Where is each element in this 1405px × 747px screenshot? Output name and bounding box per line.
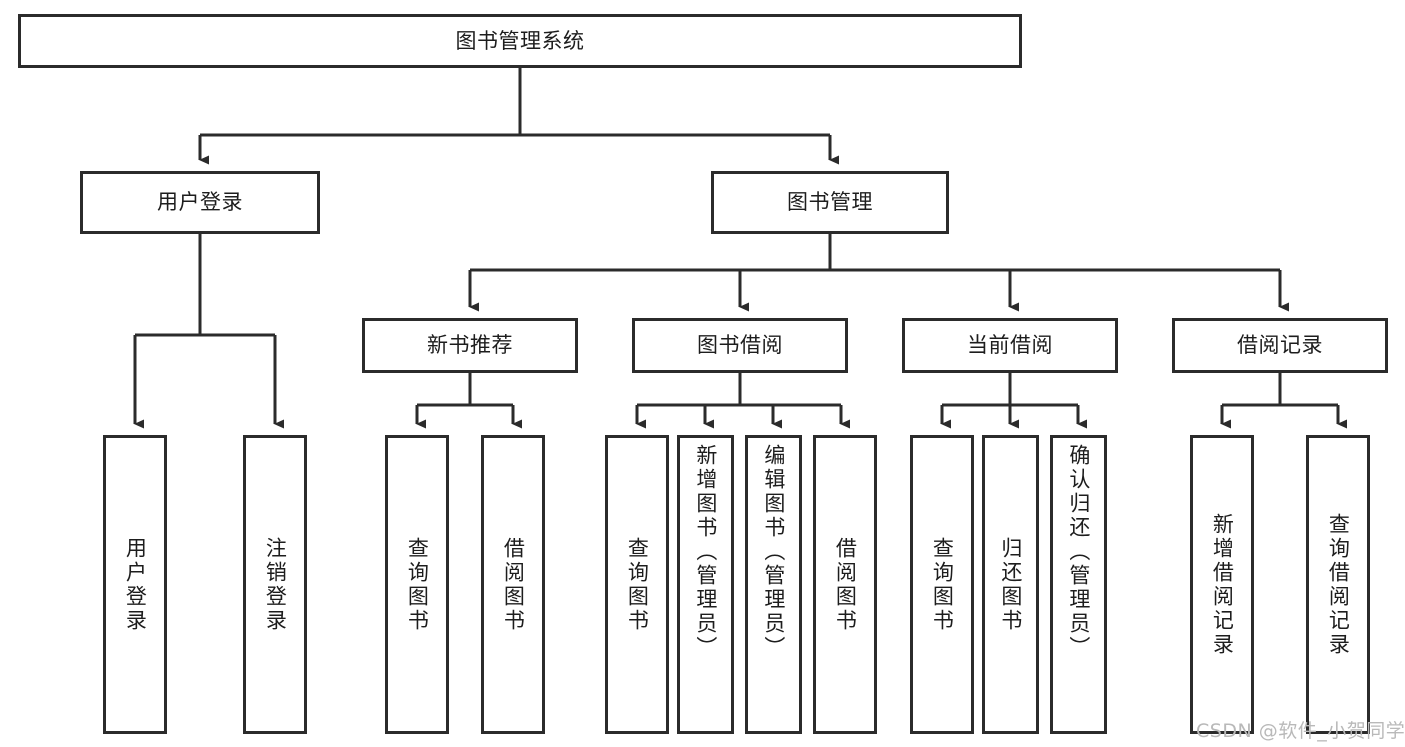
node-leaf-query-book-recommend[interactable]: 查询图书 (385, 435, 449, 734)
node-leaf-borrow-book-recommend-label: 借阅图书 (501, 536, 526, 633)
node-leaf-edit-book[interactable]: 编辑图书（管理员） (745, 435, 802, 734)
node-root[interactable]: 图书管理系统 (18, 14, 1022, 68)
node-leaf-add-borrow-record-label: 新增借阅记录 (1210, 512, 1235, 657)
node-book-borrow-label: 图书借阅 (697, 333, 783, 358)
node-book-borrow[interactable]: 图书借阅 (632, 318, 848, 373)
node-leaf-borrow-book-label: 借阅图书 (833, 536, 858, 633)
node-root-label: 图书管理系统 (455, 28, 585, 53)
node-leaf-logout[interactable]: 注销登录 (243, 435, 307, 734)
node-borrow-record-label: 借阅记录 (1237, 333, 1323, 358)
node-leaf-add-book-label: 新增图书（管理员） (693, 444, 718, 660)
node-leaf-query-book-recommend-label: 查询图书 (405, 536, 430, 633)
node-leaf-query-borrow-record-label: 查询借阅记录 (1326, 512, 1351, 657)
node-book-management[interactable]: 图书管理 (711, 171, 949, 234)
node-leaf-query-book-current-label: 查询图书 (930, 536, 955, 633)
node-leaf-query-borrow-record[interactable]: 查询借阅记录 (1306, 435, 1370, 734)
node-leaf-query-book-current[interactable]: 查询图书 (910, 435, 974, 734)
node-leaf-user-login[interactable]: 用户登录 (103, 435, 167, 734)
node-leaf-logout-label: 注销登录 (263, 536, 288, 633)
node-leaf-confirm-return-label: 确认归还（管理员） (1066, 444, 1091, 660)
node-leaf-add-book[interactable]: 新增图书（管理员） (677, 435, 734, 734)
node-leaf-confirm-return[interactable]: 确认归还（管理员） (1050, 435, 1107, 734)
node-user-login[interactable]: 用户登录 (80, 171, 320, 234)
node-new-book-recommend[interactable]: 新书推荐 (362, 318, 578, 373)
node-current-borrow[interactable]: 当前借阅 (902, 318, 1118, 373)
node-leaf-borrow-book-recommend[interactable]: 借阅图书 (481, 435, 545, 734)
node-leaf-add-borrow-record[interactable]: 新增借阅记录 (1190, 435, 1254, 734)
node-leaf-return-book[interactable]: 归还图书 (982, 435, 1039, 734)
node-current-borrow-label: 当前借阅 (967, 333, 1053, 358)
node-leaf-query-book-borrow-label: 查询图书 (625, 536, 650, 633)
node-leaf-query-book-borrow[interactable]: 查询图书 (605, 435, 669, 734)
node-leaf-edit-book-label: 编辑图书（管理员） (761, 444, 786, 660)
node-user-login-label: 用户登录 (157, 190, 243, 215)
node-leaf-return-book-label: 归还图书 (998, 536, 1023, 633)
csdn-watermark: CSDN @软件_小贺同学 (1196, 720, 1405, 742)
node-book-management-label: 图书管理 (787, 190, 873, 215)
node-borrow-record[interactable]: 借阅记录 (1172, 318, 1388, 373)
node-leaf-user-login-label: 用户登录 (123, 536, 148, 633)
node-leaf-borrow-book[interactable]: 借阅图书 (813, 435, 877, 734)
node-new-book-recommend-label: 新书推荐 (427, 333, 513, 358)
